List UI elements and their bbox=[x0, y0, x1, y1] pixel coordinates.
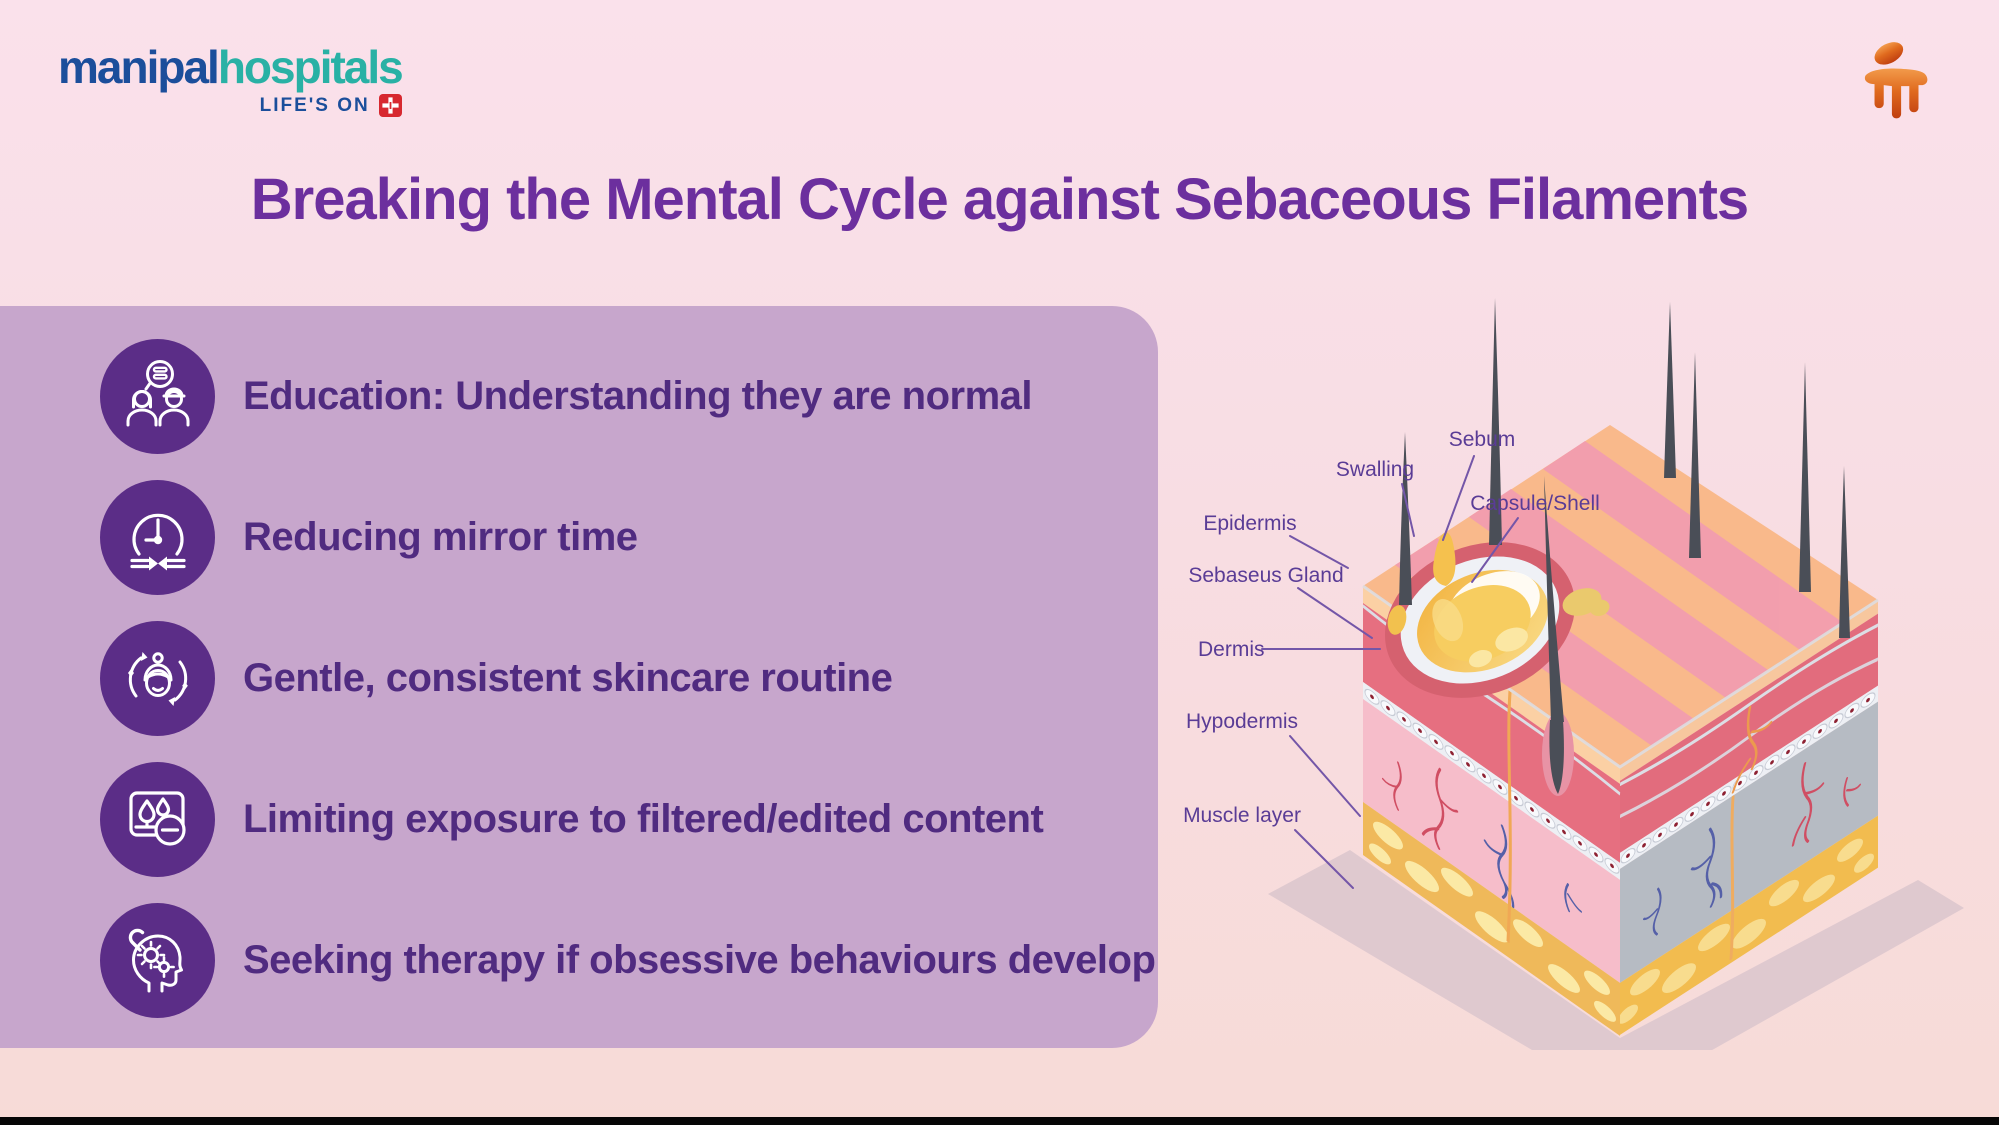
label-swalling: Swalling bbox=[1336, 458, 1414, 481]
logo-tagline-text: LIFE'S ON bbox=[259, 94, 370, 116]
page-title: Breaking the Mental Cycle against Sebace… bbox=[250, 167, 1749, 232]
list-item-label: Limiting exposure to filtered/edited con… bbox=[243, 797, 1044, 841]
red-cross-icon bbox=[378, 94, 402, 117]
hair-follicle bbox=[1542, 712, 1574, 796]
manipal-figure-icon bbox=[1864, 42, 1928, 119]
skin-right-face bbox=[1618, 599, 1879, 1035]
diagram-labels: Sebum Swalling Capsule/Shell Epidermis S… bbox=[1183, 428, 1600, 827]
label-dermis: Dermis bbox=[1198, 638, 1265, 661]
list-item-label: Education: Understanding they are normal bbox=[243, 374, 1033, 418]
manipal-hospitals-logo: manipalhospitals LIFE'S ON bbox=[58, 41, 404, 117]
leader-lines bbox=[1261, 455, 1519, 889]
sebaceous-filament-pore bbox=[1385, 532, 1610, 698]
bottom-black-bar bbox=[0, 1117, 1999, 1125]
logo-hospitals-text: hospitals bbox=[217, 41, 404, 93]
label-capsule-shell: Capsule/Shell bbox=[1470, 492, 1600, 515]
hair-icon bbox=[1399, 298, 1850, 722]
list-item: Limiting exposure to filtered/edited con… bbox=[100, 749, 1158, 890]
logo-wordmark: manipalhospitals bbox=[58, 41, 404, 93]
label-muscle-layer: Muscle layer bbox=[1183, 804, 1301, 827]
skin-cross-section-diagram: Sebum Swalling Capsule/Shell Epidermis S… bbox=[1183, 298, 1964, 1050]
logo-tagline-row: LIFE'S ON bbox=[58, 94, 402, 117]
checklist-panel: Education: Understanding they are normal… bbox=[0, 306, 1158, 1048]
label-hypodermis: Hypodermis bbox=[1186, 710, 1298, 733]
list-item-label: Gentle, consistent skincare routine bbox=[243, 656, 893, 700]
list-item: Gentle, consistent skincare routine bbox=[100, 608, 1158, 749]
list-item: Education: Understanding they are normal bbox=[100, 326, 1158, 467]
list-item-label: Reducing mirror time bbox=[243, 515, 638, 559]
logo-manipal-text: manipal bbox=[58, 41, 220, 93]
label-sebum: Sebum bbox=[1449, 428, 1516, 451]
list-item: Seeking therapy if obsessive behaviours … bbox=[100, 890, 1158, 1031]
label-epidermis: Epidermis bbox=[1203, 512, 1296, 535]
mirror-time-clock-icon bbox=[100, 480, 215, 595]
list-item: Reducing mirror time bbox=[100, 467, 1158, 608]
block-shadow bbox=[1268, 850, 1964, 1050]
label-sebaseus-gland: Sebaseus Gland bbox=[1188, 564, 1343, 587]
skincare-face-icon bbox=[100, 621, 215, 736]
limit-content-icon bbox=[100, 762, 215, 877]
education-people-icon bbox=[100, 339, 215, 454]
therapy-head-icon bbox=[100, 903, 215, 1018]
list-item-label: Seeking therapy if obsessive behaviours … bbox=[243, 938, 1156, 982]
